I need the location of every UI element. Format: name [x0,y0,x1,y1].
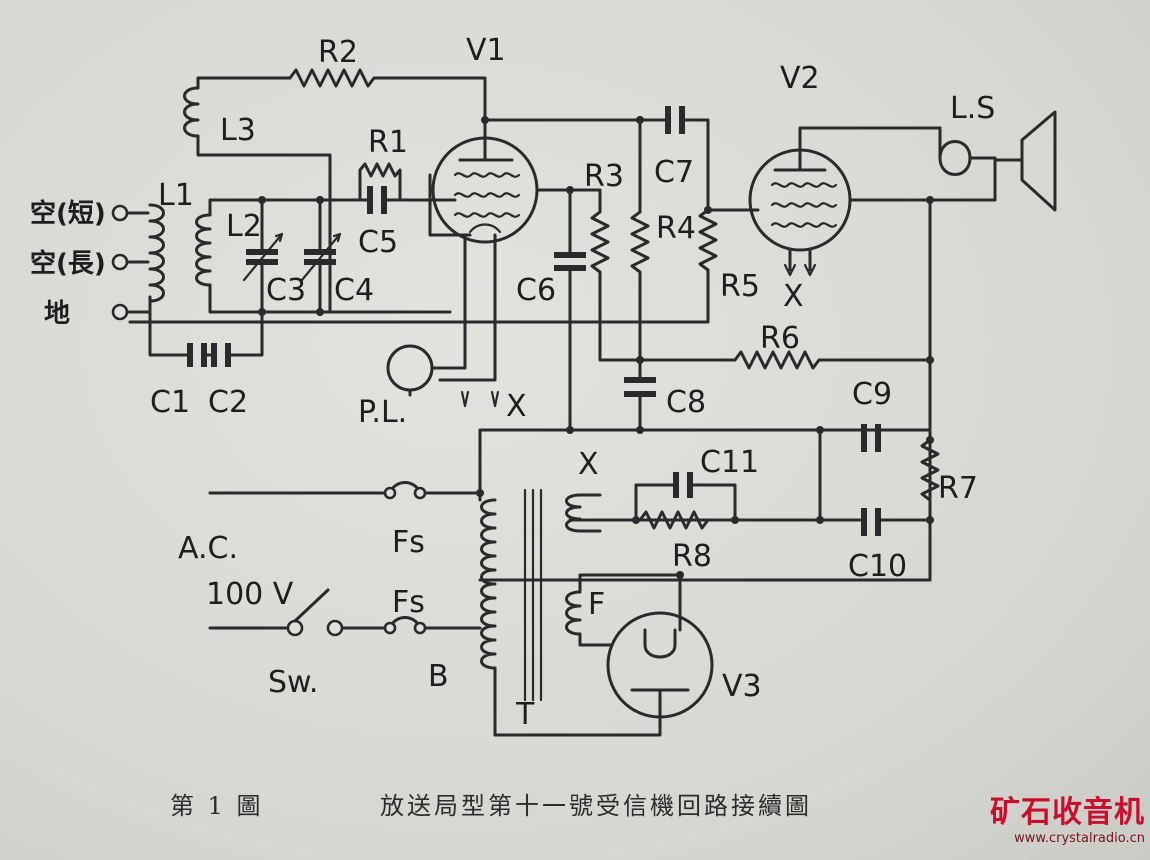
c9-capacitor [861,424,881,452]
antenna-terminals [111,204,150,321]
label-x-transformer: X [578,447,599,482]
caption-figure-number: 第 1 圖 [170,792,264,820]
label-c4: C4 [334,273,374,308]
c1-c2-capacitors [178,310,264,367]
label-ac: A.C. [178,531,238,566]
label-l2: L2 [226,209,262,244]
label-pl: P.L. [358,395,407,430]
ground-terminal [111,303,129,321]
label-v3: V3 [722,669,762,704]
label-l1: L1 [158,178,194,213]
label-c8: C8 [666,385,706,420]
label-fs-top: Fs [392,525,425,560]
label-100v: 100 V [206,577,294,612]
label-t: T [515,697,535,732]
label-c11: C11 [700,445,759,480]
label-antenna-long: 空(長) [30,248,106,279]
c3-variable-capacitor [242,198,284,314]
label-r6: R6 [760,321,800,356]
c11-r8-network [634,472,737,530]
label-v1: V1 [466,33,506,68]
transformer [480,488,682,737]
v1-tube [428,118,539,244]
label-r2: R2 [318,35,358,70]
c7-capacitor [665,106,710,212]
label-sw: Sw. [268,665,318,700]
c6-capacitor [554,188,586,432]
label-r1: R1 [368,125,408,160]
label-ls: L.S [950,91,995,126]
label-c7: C7 [654,155,694,190]
l2-coil [195,213,212,287]
component-labels: R2 V1 V2 L3 L1 L2 R1 C5 C3 C4 R3 C7 R4 R… [30,33,995,732]
watermark-brand: 矿石收音机 [990,795,1145,830]
label-c9: C9 [852,377,892,412]
r3-resistor [535,188,737,362]
label-antenna-short: 空(短) [30,198,106,229]
label-r3: R3 [584,159,624,194]
label-c3: C3 [266,273,306,308]
label-r8: R8 [672,539,712,574]
label-r7: R7 [938,471,978,506]
watermark-url: www.crystalradio.cn [1014,831,1145,846]
caption-title: 放送局型第十一號受信機回路接續圖 [380,792,812,820]
loudspeaker [938,110,1057,212]
watermark: 矿石收音机 www.crystalradio.cn [975,796,1145,856]
label-b: B [428,659,449,694]
pilot-lamp [386,233,500,408]
c8-capacitor [624,377,656,432]
r2-resistor [288,68,487,122]
figure-caption: 第 1 圖 放送局型第十一號受信機回路接續圖 [170,786,930,822]
r1-c5-grid-leak [358,162,442,214]
r4-resistor [630,210,650,382]
label-c1: C1 [150,385,190,420]
mains-input [208,481,482,637]
antenna-short-terminal [111,204,129,222]
r6-resistor [733,350,932,370]
r7-resistor [920,438,940,582]
label-l3: L3 [220,113,256,148]
r5-resistor [128,208,718,324]
label-r5: R5 [720,269,760,304]
v3-rectifier-tube [606,573,714,719]
label-c10: C10 [848,549,907,584]
label-x-v1: X [506,389,527,424]
label-r4: R4 [656,211,696,246]
label-c5: C5 [358,225,398,260]
label-v2: V2 [780,61,820,96]
junction-dots [258,116,934,579]
antenna-long-terminal [111,253,129,271]
label-x-v2: X [783,279,804,314]
label-c2: C2 [208,385,248,420]
label-f: F [588,587,605,622]
label-c6: C6 [516,273,556,308]
l1-coil [148,203,165,303]
label-fs-bottom: Fs [392,585,425,620]
v2-tube [748,126,997,277]
l3-coil [183,86,200,138]
label-ground: 地 [44,299,70,329]
